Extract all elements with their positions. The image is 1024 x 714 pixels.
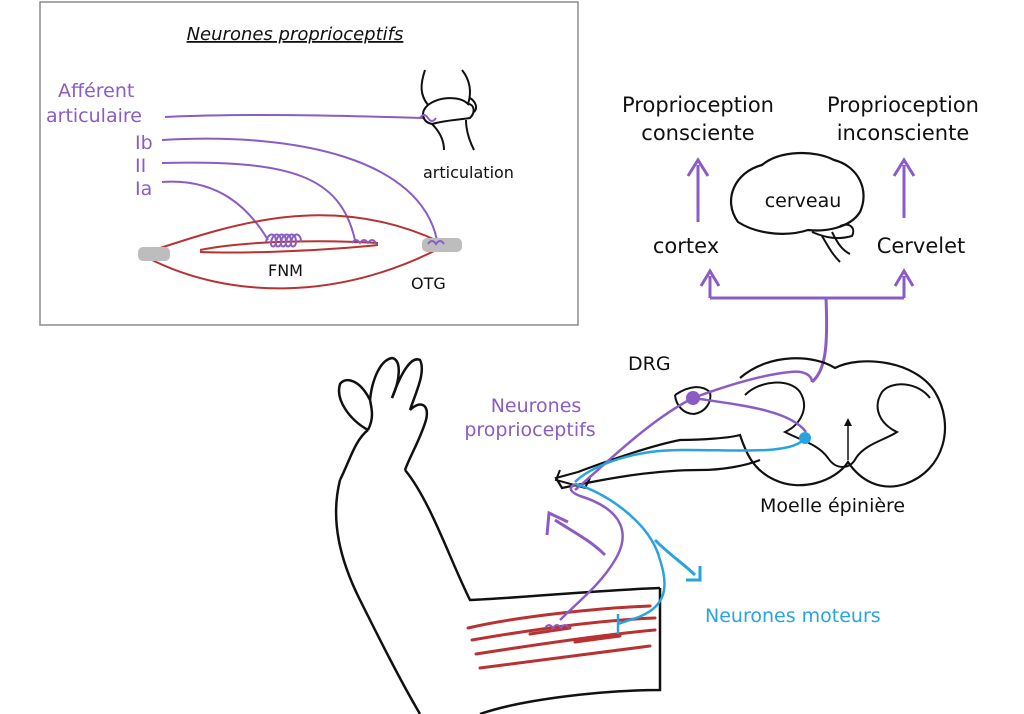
label-cervelet: Cervelet: [877, 234, 966, 258]
finger-3: [390, 358, 424, 411]
label-afferent-articulaire-1: Afférent: [58, 80, 134, 102]
wrist-outline: [338, 429, 369, 481]
drg-ganglion-outline: [674, 386, 712, 416]
label-cortex: cortex: [653, 234, 719, 258]
ib-fiber: [161, 137, 438, 241]
thumb: [403, 403, 429, 471]
label-fiber-ii: II: [135, 155, 146, 177]
label-otg: OTG: [411, 274, 446, 293]
forearm-muscle: [466, 604, 657, 670]
spinal-nerve-tip: [554, 469, 591, 490]
articular-ending: [419, 114, 437, 122]
label-afferent-articulaire-2: articulaire: [46, 105, 142, 127]
arm-outline-back: [334, 479, 422, 714]
muscle-outline-top: [147, 214, 441, 253]
tendon-left: [138, 247, 170, 261]
proprioceptive-neuron-arm: [559, 482, 624, 621]
joint-drawing: [420, 69, 478, 151]
label-neurones-moteurs: Neurones moteurs: [705, 605, 881, 627]
inset-frame: [39, 1, 579, 326]
afferent-arrowhead: [545, 510, 569, 536]
label-neurones-proprioceptifs-1: Neurones: [491, 395, 582, 417]
fnm-spindle-bottom: [199, 244, 379, 254]
label-proprioception-consciente-2: consciente: [641, 121, 754, 145]
finger-1: [337, 379, 372, 432]
proprioceptive-neuron-root: [574, 370, 814, 491]
efferent-arrowhead: [686, 566, 702, 582]
brain-outline: [729, 151, 865, 235]
label-cerveau: cerveau: [765, 190, 842, 212]
label-fiber-ia: Ia: [135, 178, 152, 200]
arrowhead-cortex: [686, 157, 710, 177]
label-proprioception-inconsciente-2: inconsciente: [837, 121, 970, 145]
label-proprioception-inconsciente-1: Proprioception: [827, 93, 979, 117]
label-neurones-proprioceptifs-2: proprioceptifs: [464, 419, 595, 441]
arm-outline-front: [404, 469, 661, 602]
label-fiber-ib: Ib: [135, 132, 153, 154]
articular-fiber: [164, 114, 426, 119]
palm-crease: [366, 399, 374, 431]
label-fnm: FNM: [268, 261, 303, 280]
ib-ending: [427, 240, 445, 246]
brainstem-outline-2: [831, 231, 851, 255]
label-proprioception-consciente-1: Proprioception: [622, 93, 774, 117]
brainstem-outline: [821, 235, 841, 263]
ia-coil-ending: [265, 233, 302, 248]
ii-fiber: [161, 161, 356, 241]
label-drg: DRG: [628, 353, 671, 375]
efferent-arrow: [653, 538, 697, 577]
tendon-right: [422, 238, 462, 252]
motor-neuron-arm: [574, 482, 666, 626]
brain-section: Proprioception consciente Proprioception…: [622, 93, 979, 384]
arrowhead-to-cervelet: [893, 268, 915, 287]
cerebellum-outline: [811, 223, 855, 240]
arrowhead-to-cortex: [699, 268, 721, 287]
spinal-cord-outline: [554, 357, 947, 490]
central-canal: [844, 418, 852, 426]
motor-neuron-root: [574, 437, 807, 483]
label-articulation: articulation: [423, 163, 514, 182]
label-moelle-epiniere: Moelle épinière: [760, 495, 905, 517]
spinal-cord-section: DRG Moelle épinière: [554, 353, 947, 517]
forearm-outline-bottom: [479, 588, 662, 714]
inset-panel: Neurones proprioceptifs Afférent articul…: [39, 1, 579, 326]
ia-fiber: [161, 180, 269, 241]
inset-title: Neurones proprioceptifs: [187, 24, 404, 45]
proprioceptive-ending: [544, 624, 570, 630]
grey-matter-outline: [744, 381, 931, 468]
proprioceptive-collateral: [692, 396, 808, 433]
arm-section: [334, 356, 662, 714]
arrowhead-cervelet: [892, 157, 916, 177]
ii-ending: [351, 239, 377, 245]
ascending-tract: [810, 297, 829, 384]
afferent-arrow: [554, 518, 607, 557]
muscle-outline-bottom: [147, 247, 441, 290]
